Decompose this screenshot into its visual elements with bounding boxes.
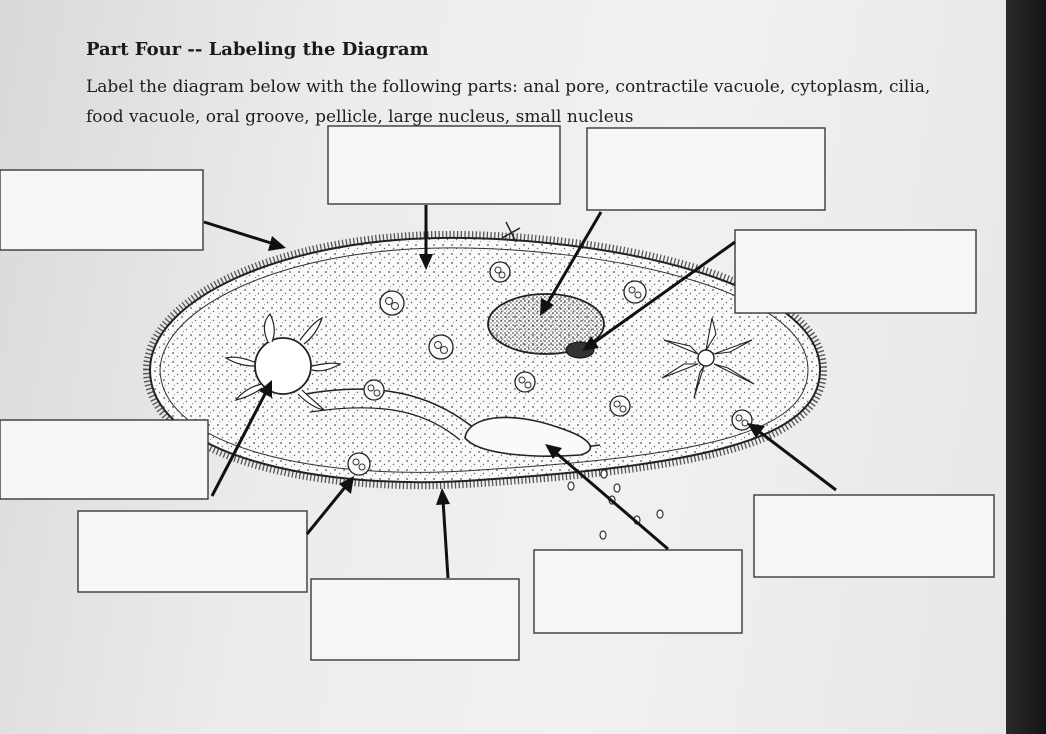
monitor-edge [1006, 0, 1046, 734]
label-box-top-right[interactable] [586, 127, 826, 211]
section-heading: Part Four -- Labeling the Diagram [86, 39, 429, 60]
arrow-to-contractile-vacuole [210, 380, 272, 497]
pellicle-line [159, 247, 809, 473]
arrow-to-gullet [545, 444, 669, 551]
instructions-text: Label the diagram below with the followi… [86, 77, 931, 127]
label-box-top-left[interactable] [0, 169, 204, 251]
label-box-left-upper[interactable] [0, 419, 209, 500]
label-box-right-upper[interactable] [734, 229, 977, 314]
arrow-to-cytoplasm-top [419, 205, 433, 270]
arrow-to-food-vacuole [747, 423, 837, 492]
arrow-to-small-nucleus [582, 240, 736, 351]
arrow-to-large-nucleus [540, 211, 603, 316]
label-box-right-lower[interactable] [753, 494, 995, 578]
cursor-cross-icon [501, 221, 521, 243]
contractile-vacuole-left [224, 312, 342, 411]
contractile-vacuole-right [661, 317, 755, 399]
label-box-bottom-right[interactable] [533, 549, 743, 634]
cytoplasm-stipple [150, 237, 820, 483]
gullet [464, 416, 592, 457]
label-box-bottom-center[interactable] [310, 578, 520, 661]
oral-groove-lower [309, 407, 461, 441]
label-box-left-lower[interactable] [77, 510, 308, 593]
food-vacuole-contents [352, 266, 749, 471]
arrow-to-oral-groove [436, 488, 450, 579]
label-box-top-center[interactable] [327, 125, 561, 205]
arrow-to-pellicle [305, 476, 354, 535]
arrow-to-cilia [203, 220, 286, 251]
large-nucleus [487, 293, 605, 355]
